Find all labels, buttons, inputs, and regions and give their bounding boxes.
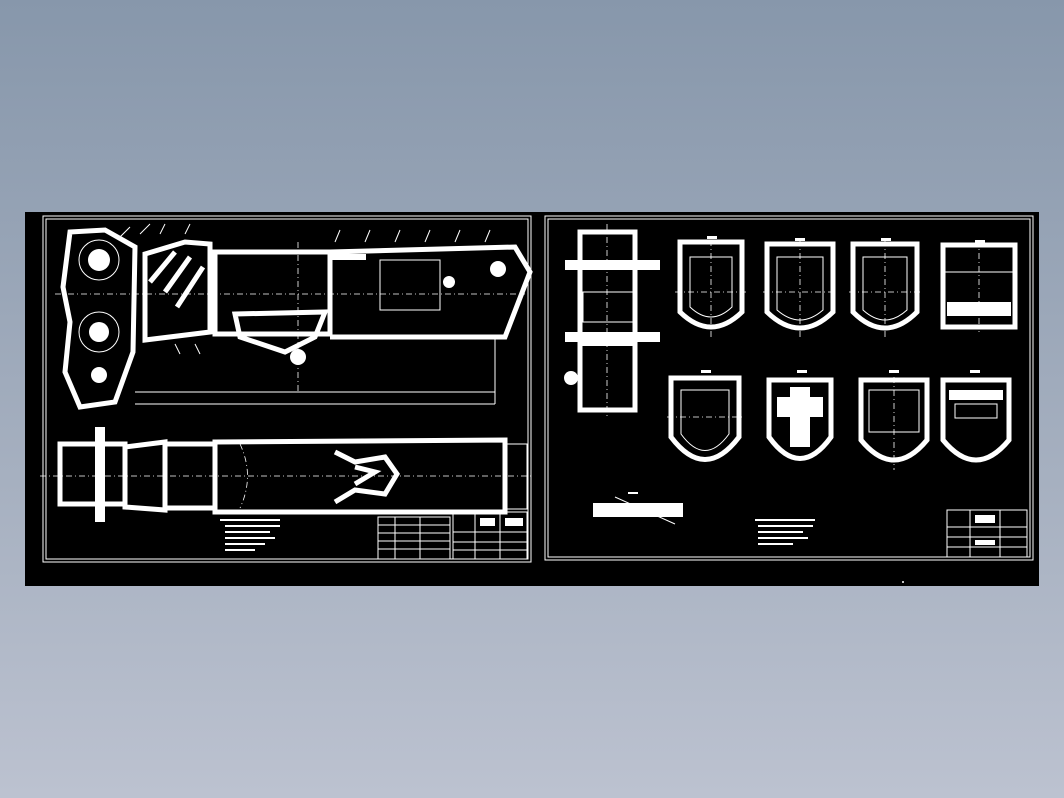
section-profile-b [763,240,837,340]
cad-viewport[interactable] [25,212,1039,586]
section-profile-c [849,240,921,340]
sheet-sections [544,215,1034,561]
top-view [40,427,533,522]
section-profile-f [766,377,834,461]
sheet-assembly [40,215,533,563]
section-labels [701,236,985,373]
section-profile-d [940,240,1018,332]
detail-bar [593,492,683,525]
sheet-2-inner-border [547,218,1031,558]
sheet-2-notes [755,519,815,545]
sheet-2-title-block [946,509,1028,558]
sheet-1-inner-border [45,218,529,560]
sheet-1-title-block [377,511,528,560]
front-view [55,223,533,410]
drawing-canvas [40,215,1034,583]
section-profile-g [858,377,930,470]
sheet-1-outer-border [42,215,532,563]
section-profile-e [667,375,743,462]
side-detail-view [564,224,660,417]
sheet-2-outer-border [544,215,1034,561]
section-profile-h [940,377,1012,463]
cursor-dot [902,581,904,583]
sheet-1-notes [220,519,280,551]
section-profile-a [675,239,747,337]
